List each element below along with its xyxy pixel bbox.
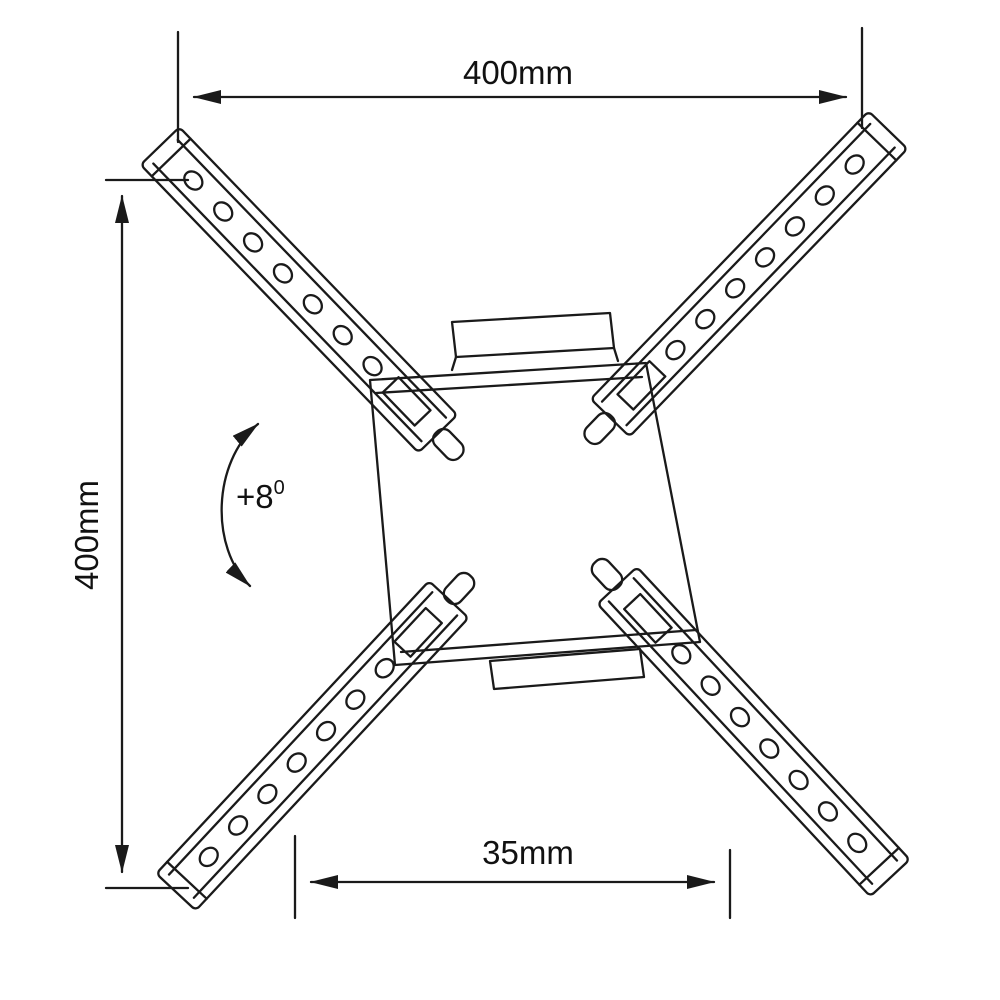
dimension-bottom: 35mm bbox=[293, 834, 732, 920]
tilt-arc-arrow bbox=[220, 422, 260, 588]
dimension-left: 400mm bbox=[68, 178, 190, 890]
arm-top-right bbox=[567, 110, 909, 461]
arm-top-left bbox=[139, 126, 481, 477]
tilt-label: +80 bbox=[236, 477, 285, 515]
top-mount-tab bbox=[450, 311, 620, 372]
arm-bottom-left bbox=[155, 556, 492, 912]
dimension-label-top: 400mm bbox=[463, 54, 573, 91]
center-mount-plate bbox=[368, 361, 702, 667]
dimension-label-left: 400mm bbox=[68, 480, 105, 590]
arm-bottom-right bbox=[574, 542, 911, 898]
tilt-annotation: +80 bbox=[220, 422, 285, 588]
bottom-mount-tab bbox=[488, 647, 646, 691]
dimension-top: 400mm bbox=[176, 26, 864, 144]
dimension-label-bottom: 35mm bbox=[482, 834, 574, 871]
